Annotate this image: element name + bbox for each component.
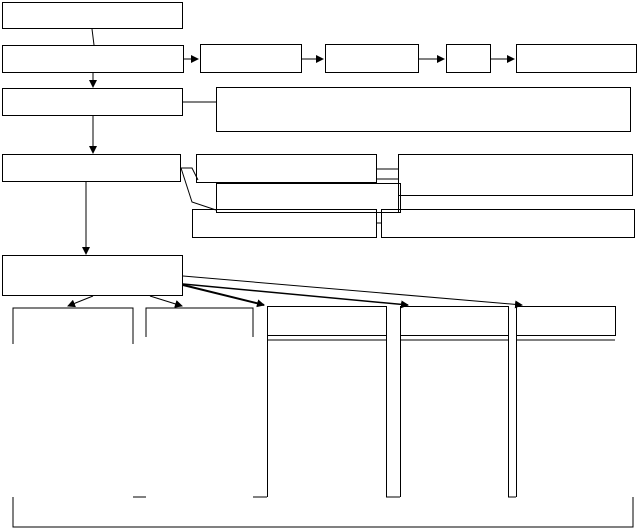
box-level4-branch-b: [216, 183, 401, 213]
box-level4-branch-a: [196, 154, 377, 183]
connector-level4-a: [181, 167, 199, 181]
box-row2-b: [200, 44, 302, 73]
arrow-col2: [149, 295, 183, 308]
box-level4: [2, 154, 181, 182]
box-level4-right-top: [398, 154, 633, 196]
box-row2-main: [2, 45, 184, 73]
bottom-bracket: [12, 497, 634, 528]
box-level4-bottom-right: [381, 209, 635, 238]
arrow-col5: [182, 275, 523, 309]
column-5: [516, 306, 616, 336]
box-row2-d: [446, 44, 491, 73]
box-level5: [2, 255, 183, 296]
arrow-col1: [67, 295, 94, 308]
box-level4-bottom-left: [192, 209, 377, 238]
column-1: [12, 307, 134, 344]
connector-level4-b: [180, 167, 217, 211]
connector-top: [91, 28, 95, 46]
column-4: [400, 306, 509, 336]
column-3: [267, 306, 387, 336]
box-level3-wide: [216, 87, 631, 132]
box-row2-c: [325, 44, 419, 73]
arrow-col3: [182, 284, 265, 308]
arrow-col4: [182, 283, 409, 309]
box-top: [2, 2, 183, 29]
box-row2-e: [516, 44, 637, 73]
box-level3: [2, 88, 183, 116]
column-2: [145, 307, 254, 337]
